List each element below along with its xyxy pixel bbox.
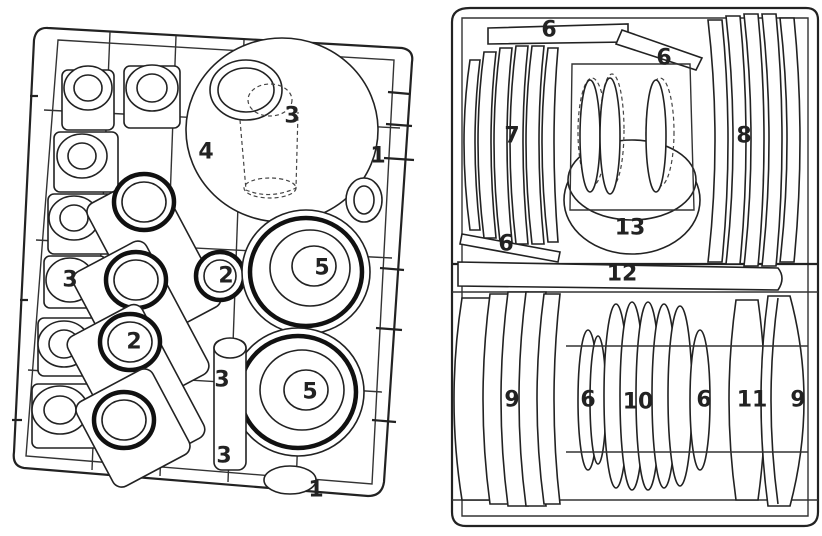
label-3-glass: 3	[284, 104, 299, 129]
upper-basket: 4 3 1 3 2 2 5 5 3 3 1	[12, 26, 415, 503]
side-plates-left	[577, 329, 607, 471]
utensil-top	[487, 23, 629, 45]
label-6-top-right: 6	[656, 46, 671, 71]
label-13: 13	[615, 216, 646, 241]
plate-stack-10	[603, 301, 693, 491]
label-2-mid: 2	[218, 264, 233, 289]
label-12: 12	[607, 262, 638, 287]
label-3-lower-a: 3	[214, 368, 229, 393]
label-3-left: 3	[62, 268, 77, 293]
label-6-left: 6	[498, 232, 513, 257]
label-4: 4	[198, 140, 213, 165]
bowl-13	[563, 63, 701, 255]
bowl-upper	[241, 209, 371, 335]
plate-stack-9-left	[453, 291, 561, 507]
label-5-top: 5	[314, 256, 329, 281]
label-9-left: 9	[504, 388, 519, 413]
label-5-bottom: 5	[302, 380, 317, 405]
utensil-left	[459, 233, 561, 263]
lower-basket: 6 6 7 8 13 6 12 9 6 10 6 11 9	[450, 6, 820, 528]
label-7: 7	[504, 124, 519, 149]
side-plates-right	[689, 329, 711, 471]
label-1-bottom: 1	[308, 478, 323, 503]
label-3-lower-b: 3	[216, 444, 231, 469]
label-6-top: 6	[541, 18, 556, 43]
label-11: 11	[737, 388, 768, 413]
label-1-top: 1	[370, 144, 385, 169]
utensil-top-right	[614, 28, 704, 71]
lower-basket-frame	[450, 6, 820, 528]
large-bowl	[185, 37, 379, 223]
upper-basket-frame	[12, 26, 414, 498]
label-10: 10	[623, 390, 654, 415]
plate-9-right	[760, 295, 805, 507]
label-6-small-right: 6	[696, 388, 711, 413]
plate-stack-7	[463, 45, 559, 245]
label-8: 8	[736, 124, 751, 149]
label-9-right: 9	[790, 388, 805, 413]
small-glasses-lower	[213, 337, 317, 495]
cup-column-middle	[66, 171, 247, 488]
label-2-left: 2	[126, 330, 141, 355]
small-bowl-right	[345, 177, 383, 223]
upper-basket-side-prongs	[12, 90, 415, 424]
bowl-lower	[231, 327, 365, 457]
plate-stack-8	[707, 13, 801, 267]
tray-12	[457, 261, 783, 291]
label-6-small-left: 6	[580, 388, 595, 413]
